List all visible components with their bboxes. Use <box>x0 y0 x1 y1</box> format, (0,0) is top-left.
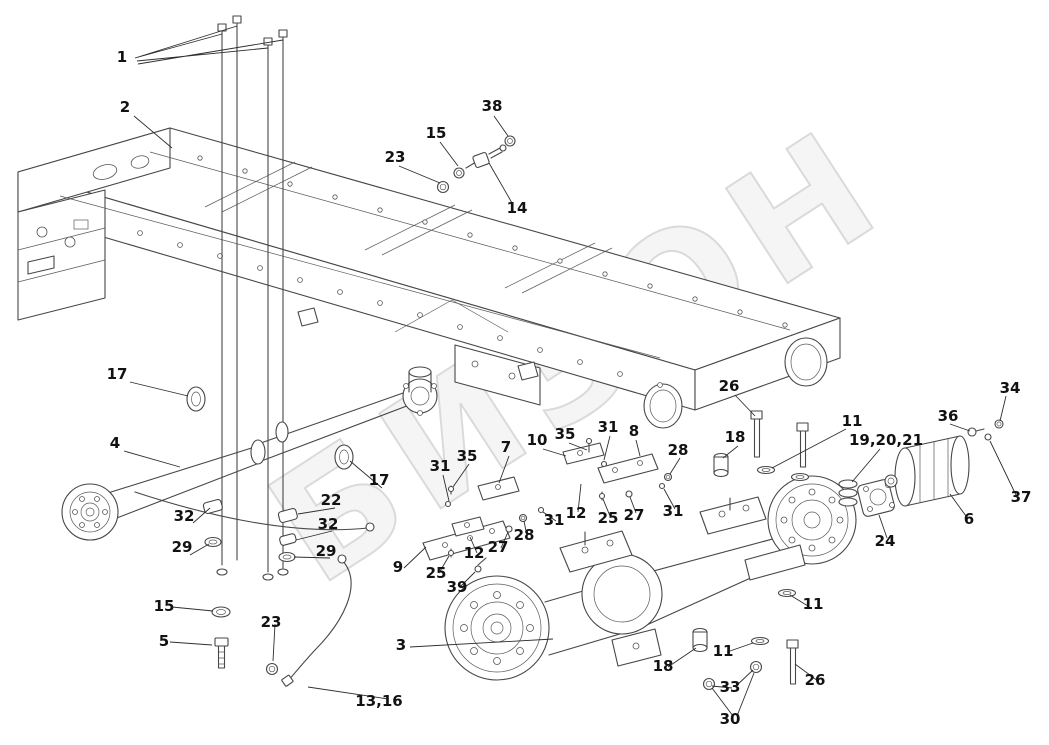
callout-label: 29 <box>316 542 337 560</box>
chassis-frame <box>17 127 841 429</box>
callout-label: 27 <box>488 538 509 556</box>
rear-axle <box>444 475 857 681</box>
callout-label: 2 <box>120 98 130 116</box>
callout-label: 23 <box>385 148 406 166</box>
callout-label: 28 <box>668 441 689 459</box>
callout-label: 34 <box>1000 379 1021 397</box>
callout-label: 32 <box>318 515 339 533</box>
callout-label: 17 <box>369 471 390 489</box>
bracket-group-left <box>422 476 545 573</box>
callout-label: 15 <box>426 124 447 142</box>
hydraulic-motor <box>857 419 1004 517</box>
callout-label: 28 <box>514 526 535 544</box>
callout-label: 13,16 <box>355 692 402 710</box>
callout-label: 3 <box>396 636 406 654</box>
callout-label: 31 <box>598 418 619 436</box>
callout-label: 29 <box>172 538 193 556</box>
mounting-studs <box>216 15 289 581</box>
callout-label: 25 <box>426 564 447 582</box>
callout-label: 33 <box>720 678 741 696</box>
front-axle <box>61 366 438 541</box>
callout-label: 31 <box>663 502 684 520</box>
callout-label: 15 <box>154 597 175 615</box>
callout-label: 37 <box>1011 488 1032 506</box>
callout-label: 12 <box>566 504 587 522</box>
callout-label: 38 <box>482 97 503 115</box>
callout-label: 17 <box>107 365 128 383</box>
callout-label: 12 <box>464 544 485 562</box>
callout-label: 35 <box>555 425 576 443</box>
fitting-group <box>436 135 516 194</box>
callout-label: 18 <box>653 657 674 675</box>
callout-label: 32 <box>174 507 195 525</box>
callout-label: 23 <box>261 613 282 631</box>
callout-label: 26 <box>805 671 826 689</box>
callout-label: 14 <box>507 199 528 217</box>
callout-label: 18 <box>725 428 746 446</box>
callout-label: 30 <box>720 710 741 728</box>
callout-labels: 1 2 38 15 23 14 17 26 34 36 11 18 10 35 … <box>107 48 1032 728</box>
fastener-cluster-bottom <box>692 588 799 691</box>
callout-label: 31 <box>544 511 565 529</box>
callout-label: 27 <box>624 506 645 524</box>
brake-cable <box>265 554 352 687</box>
callout-label: 11 <box>803 595 824 613</box>
callout-label: 11 <box>713 642 734 660</box>
leader-lines <box>123 25 1017 717</box>
callout-label: 22 <box>321 491 342 509</box>
callout-label: 6 <box>964 510 974 528</box>
callout-label: 35 <box>457 447 478 465</box>
callout-label: 7 <box>501 438 511 456</box>
callout-label: 19,20,21 <box>849 431 923 449</box>
callout-label: 36 <box>938 407 959 425</box>
fastener-cluster-top <box>713 410 858 507</box>
callout-label: 1 <box>117 48 127 66</box>
callout-label: 31 <box>430 457 451 475</box>
callout-label: 26 <box>719 377 740 395</box>
callout-label: 8 <box>629 422 639 440</box>
callout-label: 5 <box>159 632 169 650</box>
callout-label: 4 <box>110 434 120 452</box>
callout-label: 9 <box>393 558 403 576</box>
rail-holes <box>137 155 788 388</box>
callout-label: 24 <box>875 532 896 550</box>
callout-label: 25 <box>598 509 619 527</box>
callout-label: 11 <box>842 412 863 430</box>
bracket-group-right <box>562 437 673 501</box>
callout-label: 10 <box>527 431 548 449</box>
callout-label: 39 <box>447 578 468 596</box>
